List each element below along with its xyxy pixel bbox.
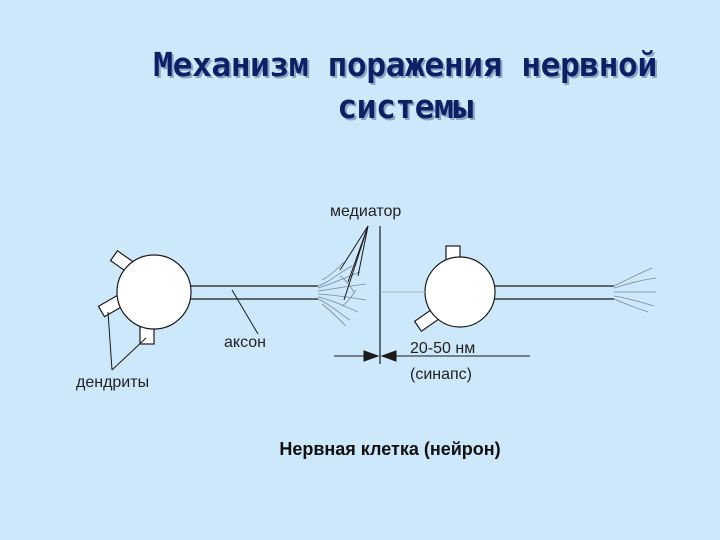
right-axon (494, 285, 614, 300)
left-neuron-body (116, 254, 192, 330)
mediator-pointers (339, 225, 369, 301)
slide-title-line-1: Механизм поражения нервной (153, 45, 657, 84)
left-axon-terminals (317, 261, 367, 327)
slide-title-line-2: системы (337, 87, 473, 126)
right-axon-terminals (613, 267, 657, 313)
axon-label: аксон (224, 334, 266, 351)
slide-title: Механизм поражения нервной системы (110, 44, 700, 128)
axon-pointer (231, 289, 259, 335)
synapse-label: (синапс) (410, 366, 472, 383)
mediator-label: медиатор (330, 203, 402, 220)
left-axon (190, 285, 318, 300)
dendrite-pointers (107, 311, 147, 371)
right-neuron-body (424, 256, 496, 328)
diagram-caption: Нервная клетка (нейрон) (279, 439, 501, 459)
gap-size-label: 20-50 нм (410, 340, 476, 357)
dendrites-label: дендриты (76, 374, 150, 391)
gap-dimension-arrow (334, 350, 530, 362)
